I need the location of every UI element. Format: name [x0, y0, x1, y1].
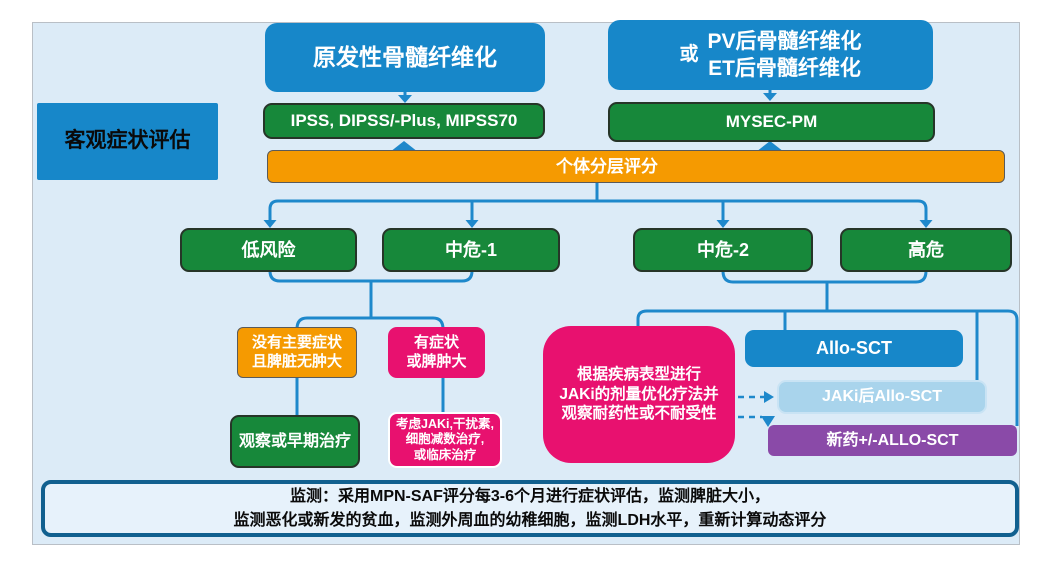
dashed-arrow-to-jaki-allo — [738, 391, 774, 403]
no-symptom-line2: 且脾脏无肿大 — [251, 352, 342, 370]
jaki-then-allo-label: JAKi后Allo-SCT — [821, 388, 942, 405]
monitoring-box: 监测：采用MPN-SAF评分每3-6个月进行症状评估，监测脾脏大小， 监测恶化或… — [41, 480, 1019, 537]
primary-mf-box: 原发性骨髓纤维化 — [265, 23, 545, 92]
symptomatic-box: 有症状 或脾肿大 — [388, 327, 485, 378]
consider-line2: 细胞减数治疗, — [405, 432, 485, 447]
up-arrow-to-ipss — [390, 141, 418, 152]
ipss-score-box: IPSS, DIPSS/-Plus, MIPSS70 — [263, 103, 545, 139]
no-symptom-line1: 没有主要症状 — [251, 333, 342, 351]
risk-distributor-lines — [263, 183, 933, 228]
mysec-score-box: MYSEC-PM — [608, 102, 935, 142]
no-symptom-box: 没有主要症状 且脾脏无肿大 — [237, 327, 357, 378]
novel-drug-box: 新药+/-ALLO-SCT — [768, 425, 1017, 456]
arrow-secondary-to-score — [763, 89, 777, 101]
primary-mf-label: 原发性骨髓纤维化 — [313, 44, 497, 71]
jaki-optimize-line2: JAKi的剂量优化疗法并 — [559, 385, 719, 403]
or-label: 或 — [679, 44, 699, 66]
mysec-score-label: MYSEC-PM — [725, 112, 818, 132]
monitoring-line2: 监测恶化或新发的贫血，监测外周血的幼稚细胞，监测LDH水平，重新计算动态评分 — [233, 511, 827, 529]
consider-line3: 或临床治疗 — [413, 447, 477, 462]
objective-symptom-label-box: 客观症状评估 — [37, 103, 218, 180]
ipss-score-label: IPSS, DIPSS/-Plus, MIPSS70 — [290, 111, 518, 131]
risk-int1-box: 中危-1 — [382, 228, 560, 272]
up-arrow-to-mysec — [756, 141, 784, 152]
jaki-optimize-box: 根据疾病表型进行 JAKi的剂量优化疗法并 观察耐药性或不耐受性 — [543, 326, 735, 463]
consider-jaki-box: 考虑JAKi,干扰素, 细胞减数治疗, 或临床治疗 — [388, 412, 502, 468]
objective-symptom-label: 客观症状评估 — [64, 129, 191, 153]
consider-line1: 考虑JAKi,干扰素, — [396, 416, 494, 431]
arrow-primary-to-score — [398, 91, 412, 103]
risk-int1-label: 中危-1 — [444, 239, 497, 260]
risk-high-label: 高危 — [908, 239, 944, 260]
secondary-mf-box: 或 PV后骨髓纤维化 ET后骨髓纤维化 — [608, 20, 933, 90]
jaki-optimize-line1: 根据疾病表型进行 — [576, 366, 701, 384]
dashed-arrow-to-novel — [738, 415, 775, 427]
monitoring-line1: 监测：采用MPN-SAF评分每3-6个月进行症状评估，监测脾脏大小， — [289, 487, 770, 505]
risk-low-box: 低风险 — [180, 228, 357, 272]
allo-sct-box: Allo-SCT — [745, 330, 963, 367]
low-int1-bracket — [268, 270, 474, 417]
int2-high-bracket — [636, 270, 1019, 426]
stratification-bar: 个体分层评分 — [267, 150, 1005, 183]
risk-high-box: 高危 — [840, 228, 1012, 272]
risk-int2-box: 中危-2 — [633, 228, 813, 272]
observe-box: 观察或早期治疗 — [230, 415, 360, 468]
allo-sct-label: Allo-SCT — [816, 338, 892, 359]
risk-low-label: 低风险 — [241, 239, 296, 260]
jaki-then-allo-box: JAKi后Allo-SCT — [777, 380, 987, 414]
novel-drug-label: 新药+/-ALLO-SCT — [826, 431, 959, 449]
risk-int2-label: 中危-2 — [696, 239, 749, 260]
post-pv-mf-label: PV后骨髓纤维化 — [707, 29, 862, 53]
observe-label: 观察或早期治疗 — [238, 432, 351, 450]
stratification-label: 个体分层评分 — [556, 156, 658, 176]
post-et-mf-label: ET后骨髓纤维化 — [708, 57, 861, 80]
jaki-optimize-line3: 观察耐药性或不耐受性 — [561, 405, 717, 423]
symptomatic-line1: 有症状 — [413, 333, 459, 351]
symptomatic-line2: 或脾肿大 — [406, 352, 467, 370]
